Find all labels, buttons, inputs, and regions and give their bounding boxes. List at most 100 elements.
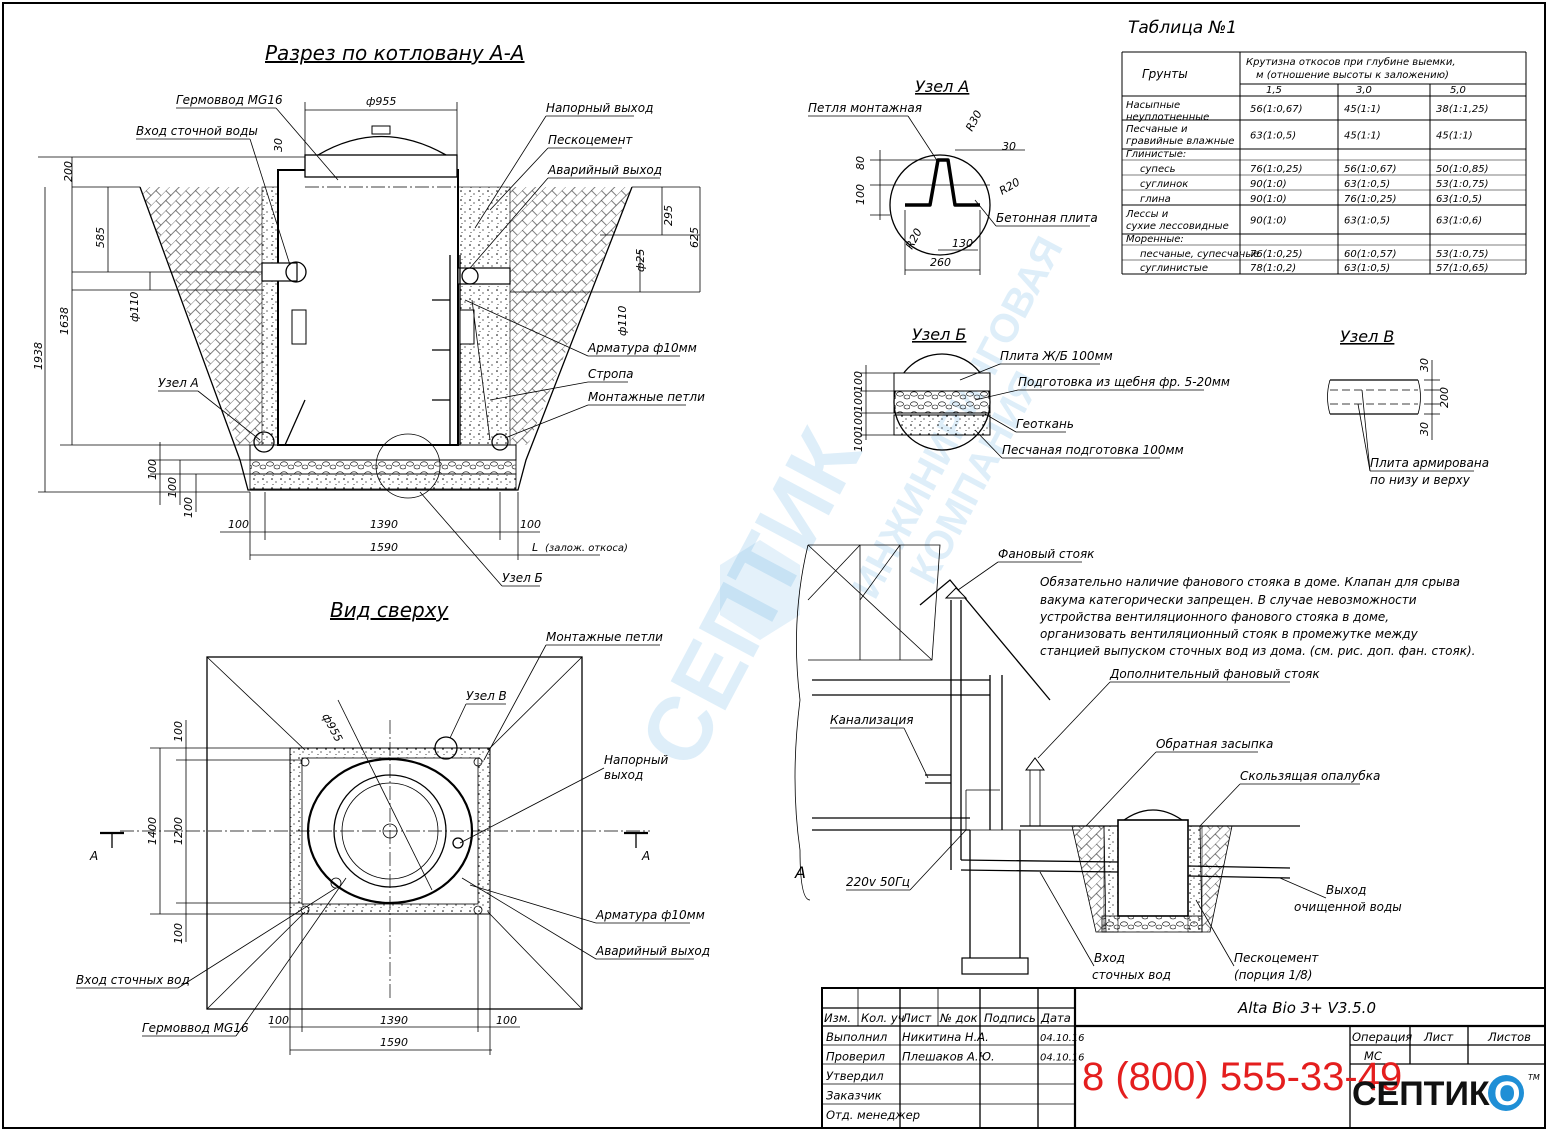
table-1: Таблица №1 Грунты Крутизна откосов при г… <box>1121 18 1527 275</box>
dim-w100-left: 100 <box>228 518 249 531</box>
table-cell-value: 63(1:0,5) <box>1436 194 1482 205</box>
uzel-b-title: Узел Б <box>912 325 966 344</box>
stamp-logo-o: О <box>1494 1075 1520 1113</box>
uzel-b-layer-3: Геоткань <box>1016 417 1074 431</box>
uzel-b-layer-2: Подготовка из щебня фр. 5-20мм <box>1018 375 1230 389</box>
dim-200: 200 <box>62 161 75 182</box>
top-label-vhod: Вход сточных вод <box>76 973 190 987</box>
install-dop-stoyak: Дополнительный фановый стояк <box>1109 667 1320 681</box>
uzel-v-title: Узел В <box>1340 327 1394 346</box>
table-cell-value: 63(1:0,5) <box>1250 131 1296 142</box>
dim-top-w100-right: 100 <box>496 1014 517 1027</box>
pit-outline <box>139 186 633 491</box>
table-cell-value: 56(1:0,67) <box>1250 104 1303 115</box>
table-cell-value: 63(1:0,5) <box>1344 179 1390 190</box>
stamp-logo-text: СЕПТИК <box>1352 1075 1490 1113</box>
table-row: Моренные: <box>1126 234 1184 245</box>
stamp-header: Кол. уч <box>861 1011 905 1025</box>
table-cell-value: 76(1:0,25) <box>1344 194 1397 205</box>
dim-d955: ф955 <box>366 95 396 108</box>
table-cell-value: 45(1:1) <box>1344 104 1381 115</box>
uzel-a-dim-r20b: R20 <box>903 226 925 251</box>
dim-top-w1590: 1590 <box>380 1036 408 1049</box>
table-cell-soil: сухие лессовидные <box>1126 221 1229 232</box>
dim-w1390: 1390 <box>370 518 398 531</box>
dim-top-1200: 1200 <box>172 817 185 845</box>
table-cell-value: 90(1:0) <box>1250 216 1287 227</box>
table-cell-value: 76(1:0,25) <box>1250 164 1303 175</box>
section-aa-title: Разрез по котловану А-А <box>265 41 525 65</box>
uzel-v-dim-30b: 30 <box>1418 422 1431 436</box>
table-cell-value: 53(1:0,75) <box>1436 249 1489 260</box>
table-cell-value: 78(1:0,2) <box>1250 263 1296 274</box>
uzel-a-dim-130: 130 <box>952 237 973 250</box>
uzel-b-layer-4: Песчаная подготовка 100мм <box>1002 443 1184 457</box>
stamp-name: Плешаков А.Ю. <box>902 1050 995 1064</box>
uzel-b-dim-2: 100 <box>852 391 865 412</box>
uzel-v-note-2: по низу и верху <box>1370 473 1471 487</box>
table-cell-soil: Насыпные <box>1126 100 1180 111</box>
table-depth-3: 5,0 <box>1450 85 1466 96</box>
label-peskocement: Пескоцемент <box>548 133 633 147</box>
mount-loop-profile <box>905 158 980 207</box>
table-row: песчаные, супесчаные76(1:0,25)60(1:0,57)… <box>1140 249 1489 260</box>
top-label-avar: Аварийный выход <box>595 944 710 958</box>
top-label-napor-1: Напорный <box>604 753 669 767</box>
dim-30: 30 <box>272 138 285 152</box>
table-depth-2: 3,0 <box>1356 85 1372 96</box>
table-cell-value: 63(1:0,5) <box>1344 216 1390 227</box>
dim-585: 585 <box>94 227 107 248</box>
dim-top-d955: ф955 <box>319 711 345 744</box>
table-col-soil: Грунты <box>1142 67 1188 81</box>
outlet-pipe <box>457 267 511 285</box>
stamp-header: Подпись <box>984 1011 1036 1025</box>
dim-top-w100-left: 100 <box>268 1014 289 1027</box>
uzel-b-dim-4: 100 <box>852 431 865 452</box>
stamp-role: Отд. менеджер <box>826 1108 920 1122</box>
install-power: 220v 50Гц <box>846 875 910 889</box>
uzel-a-plita: Бетонная плита <box>996 211 1098 225</box>
table-cell-value: 63(1:0,6) <box>1436 216 1482 227</box>
installation-scheme: Фановый стояк Обязательно наличие фаново… <box>794 544 1475 982</box>
top-view: Вид сверху ф955 A A 100 1400 12 <box>76 598 710 1055</box>
top-label-napor-2: выход <box>604 768 643 782</box>
watermark-hexagon-icon <box>720 540 800 640</box>
uzel-a-title: Узел А <box>915 77 969 96</box>
dim-1938: 1938 <box>32 342 45 370</box>
stamp-op: Операция <box>1352 1030 1412 1044</box>
dim-295: 295 <box>662 205 675 226</box>
dim-100-a: 100 <box>146 459 159 480</box>
dim-625: 625 <box>688 227 701 248</box>
install-pesko-2: (порция 1/8) <box>1234 968 1312 982</box>
stamp-list: Лист <box>1423 1030 1453 1044</box>
dim-top-100-t: 100 <box>172 721 185 742</box>
stamp-role: Выполнил <box>826 1030 888 1044</box>
table-cell-value: 45(1:1) <box>1344 131 1381 142</box>
dim-top-100-b: 100 <box>172 923 185 944</box>
uzel-a-dim-30: 30 <box>1002 140 1016 153</box>
table-cell-value: 63(1:0,5) <box>1344 263 1390 274</box>
uzel-v-dim-200: 200 <box>1438 387 1451 408</box>
stamp-header: № док <box>939 1011 978 1025</box>
stamp-date: 04.10.16 <box>1040 1033 1085 1044</box>
install-note-5: станцией выпуском сточных вод из дома. (… <box>1040 644 1475 658</box>
table-cell-soil: неуплотненные <box>1126 112 1209 123</box>
tank-lid <box>317 135 447 156</box>
stamp-role: Заказчик <box>826 1089 882 1103</box>
table-cell-soil: Глинистые: <box>1126 149 1186 160</box>
table-cell-value: 90(1:0) <box>1250 194 1287 205</box>
table-cell-soil: суглинистые <box>1140 263 1208 274</box>
table-cell-value: 60(1:0,57) <box>1344 249 1397 260</box>
lid-vent-icon <box>371 125 391 135</box>
stamp-header: Изм. <box>824 1011 851 1025</box>
table-row: Насыпныенеуплотненные56(1:0,67)45(1:1)38… <box>1126 100 1489 123</box>
table-cell-soil: суглинок <box>1140 179 1188 190</box>
stamp-name: Никитина Н.А. <box>902 1030 989 1044</box>
label-petli: Монтажные петли <box>588 390 705 404</box>
install-note-2: вакума категорически запрещен. В случае … <box>1040 593 1417 607</box>
table-cell-soil: песчаные, супесчаные <box>1140 249 1259 260</box>
